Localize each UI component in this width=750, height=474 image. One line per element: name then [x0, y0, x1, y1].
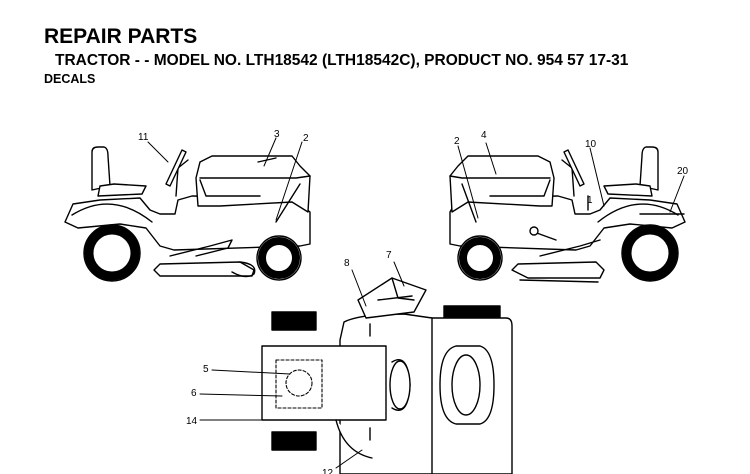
model-subtitle: TRACTOR - - MODEL NO. LTH18542 (LTH18542…	[55, 52, 629, 69]
callout-5: 5	[203, 364, 209, 375]
right-view-callouts: 2 4 10 20 1	[454, 130, 689, 206]
callout-14: 14	[186, 416, 198, 427]
tractor-top-view	[199, 261, 513, 474]
callout-20: 20	[677, 166, 689, 177]
callout-10: 10	[585, 139, 597, 150]
page-title: REPAIR PARTS	[44, 25, 198, 48]
callout-6: 6	[191, 388, 197, 399]
callout-1: 1	[587, 195, 593, 206]
callout-4: 4	[481, 130, 487, 141]
section-label: DECALS	[44, 72, 96, 86]
callout-7: 7	[386, 250, 392, 261]
left-view-callouts: 11 3 2	[138, 129, 309, 144]
callout-2-right: 2	[454, 136, 460, 147]
tractor-right-side-view	[449, 142, 686, 283]
callout-3: 3	[274, 129, 280, 140]
callout-11: 11	[138, 132, 149, 143]
callout-2-left: 2	[303, 133, 309, 144]
callout-8: 8	[344, 258, 350, 269]
callout-12: 12	[322, 468, 334, 474]
top-view-callouts: 8 7 5 6 14 12	[186, 250, 392, 474]
tractor-left-side-view	[64, 137, 311, 282]
